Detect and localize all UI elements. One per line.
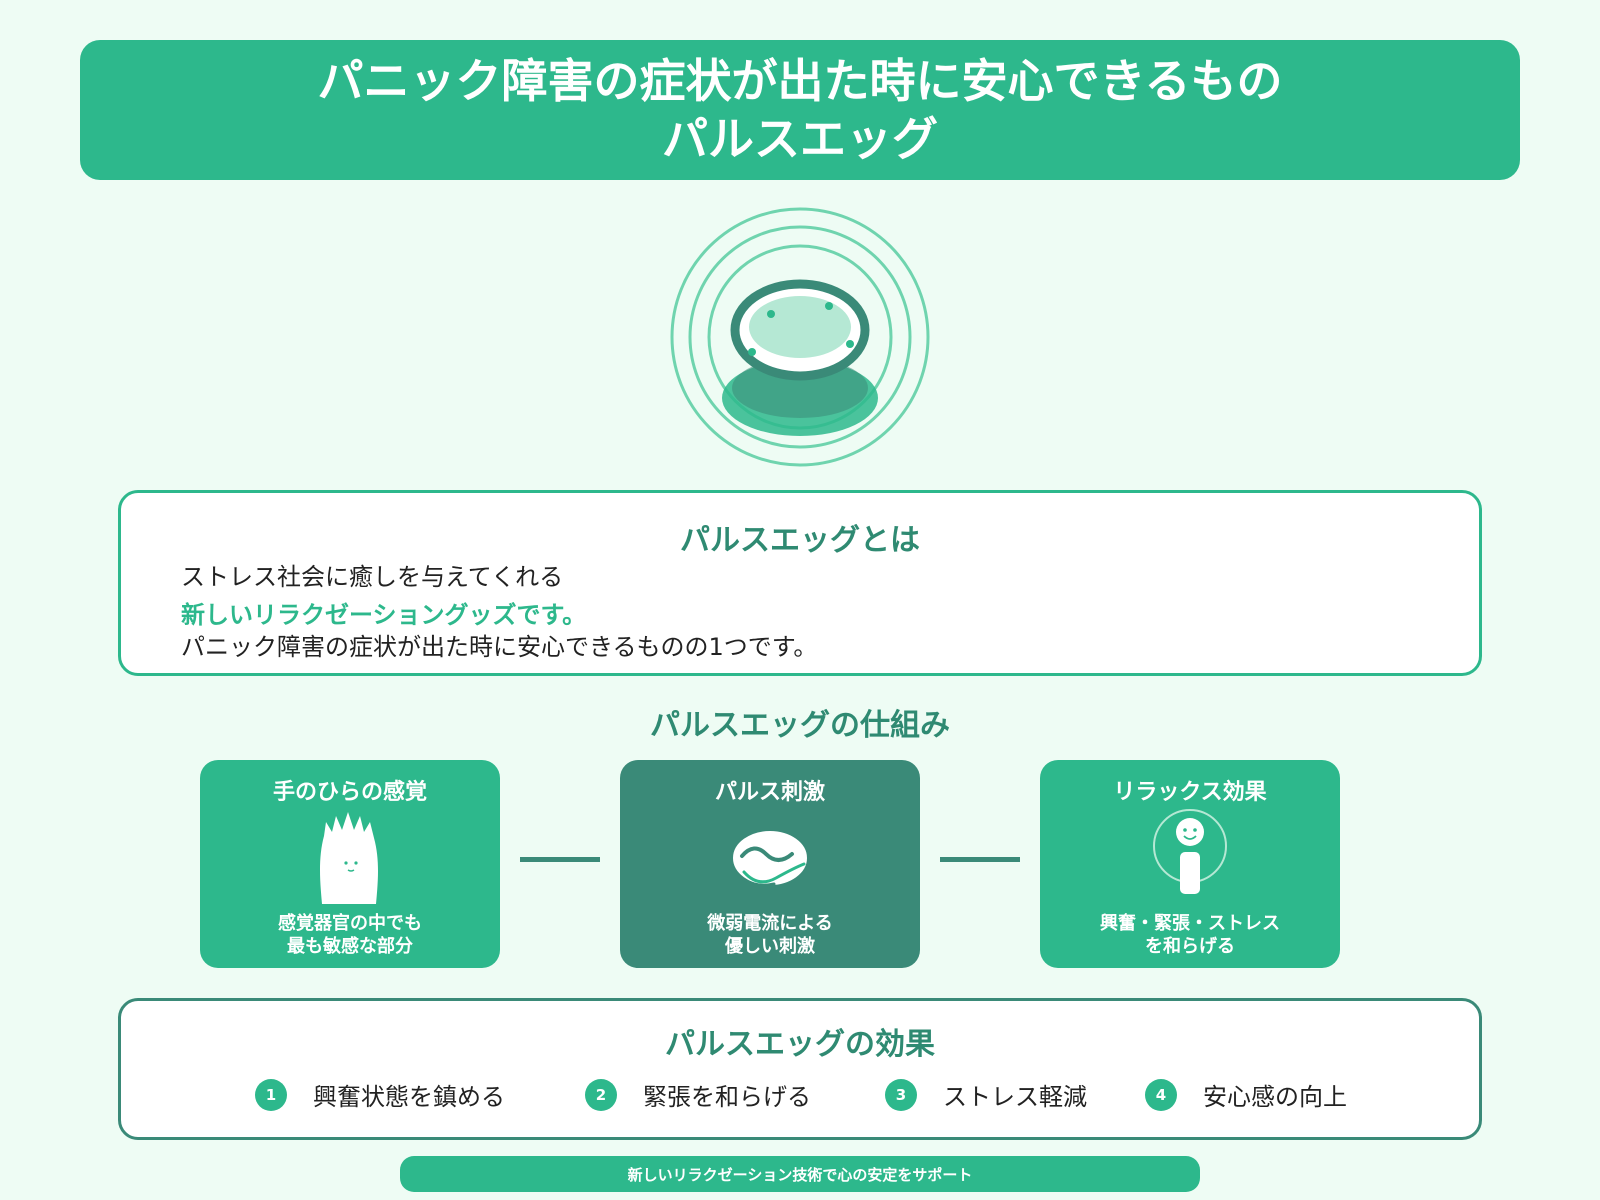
about-card: パルスエッグとは ストレス社会に癒しを与えてくれる 新しいリラクゼーショングッズ…	[118, 490, 1482, 676]
mechanism-step-relax: リラックス効果 興奮・緊張・ストレス を和らげる	[1040, 760, 1340, 968]
effect-label: 緊張を和らげる	[643, 1083, 811, 1111]
effects-heading: パルスエッグの効果	[665, 1027, 935, 1062]
effect-item: 4 安心感の向上	[1145, 1077, 1347, 1112]
footer-banner: 新しいリラクゼーション技術で心の安定をサポート	[400, 1156, 1200, 1192]
palm-hand-icon	[300, 808, 400, 908]
step-title: 手のひらの感覚	[272, 780, 427, 805]
step-description: 興奮・緊張・ストレス を和らげる	[1100, 913, 1280, 957]
effect-item: 2 緊張を和らげる	[585, 1077, 811, 1112]
about-text-line-3: パニック障害の症状が出た時に安心できるものの1つです。	[181, 633, 818, 661]
page-title: パニック障害の症状が出た時に安心できるもの	[317, 54, 1283, 108]
mechanism-step-pulse: パルス刺激 微弱電流による 優しい刺激	[620, 760, 920, 968]
title-banner: パニック障害の症状が出た時に安心できるもの パルスエッグ	[80, 40, 1520, 180]
about-heading: パルスエッグとは	[680, 523, 920, 558]
effect-number-badge: 4	[1145, 1078, 1177, 1111]
effect-item: 1 興奮状態を鎮める	[255, 1077, 505, 1112]
effects-card: パルスエッグの効果 1 興奮状態を鎮める 2 緊張を和らげる 3 ストレス軽減 …	[118, 998, 1482, 1140]
effect-label: 興奮状態を鎮める	[313, 1083, 505, 1111]
effect-number-badge: 1	[255, 1078, 287, 1111]
effect-item: 3 ストレス軽減	[885, 1077, 1087, 1112]
effect-number-badge: 3	[885, 1078, 917, 1111]
about-text-line-1: ストレス社会に癒しを与えてくれる	[181, 563, 564, 591]
page-subtitle: パルスエッグ	[662, 112, 938, 166]
step-title: パルス刺激	[714, 780, 825, 805]
effect-label: ストレス軽減	[943, 1083, 1087, 1111]
mechanism-heading: パルスエッグの仕組み	[650, 708, 950, 743]
pulse-wave-icon	[720, 808, 820, 908]
step-connector	[520, 857, 600, 862]
pulse-egg-device-icon	[665, 202, 935, 472]
step-description: 感覚器官の中でも 最も敏感な部分	[278, 913, 422, 957]
step-title: リラックス効果	[1113, 780, 1267, 805]
mechanism-step-palm: 手のひらの感覚 感覚器官の中でも 最も敏感な部分	[200, 760, 500, 968]
step-connector	[940, 857, 1020, 862]
step-description: 微弱電流による 優しい刺激	[707, 913, 833, 957]
relaxed-person-icon	[1140, 808, 1240, 908]
about-text-highlight: 新しいリラクゼーショングッズです。	[181, 601, 587, 629]
effect-number-badge: 2	[585, 1078, 617, 1111]
effect-label: 安心感の向上	[1203, 1083, 1347, 1111]
